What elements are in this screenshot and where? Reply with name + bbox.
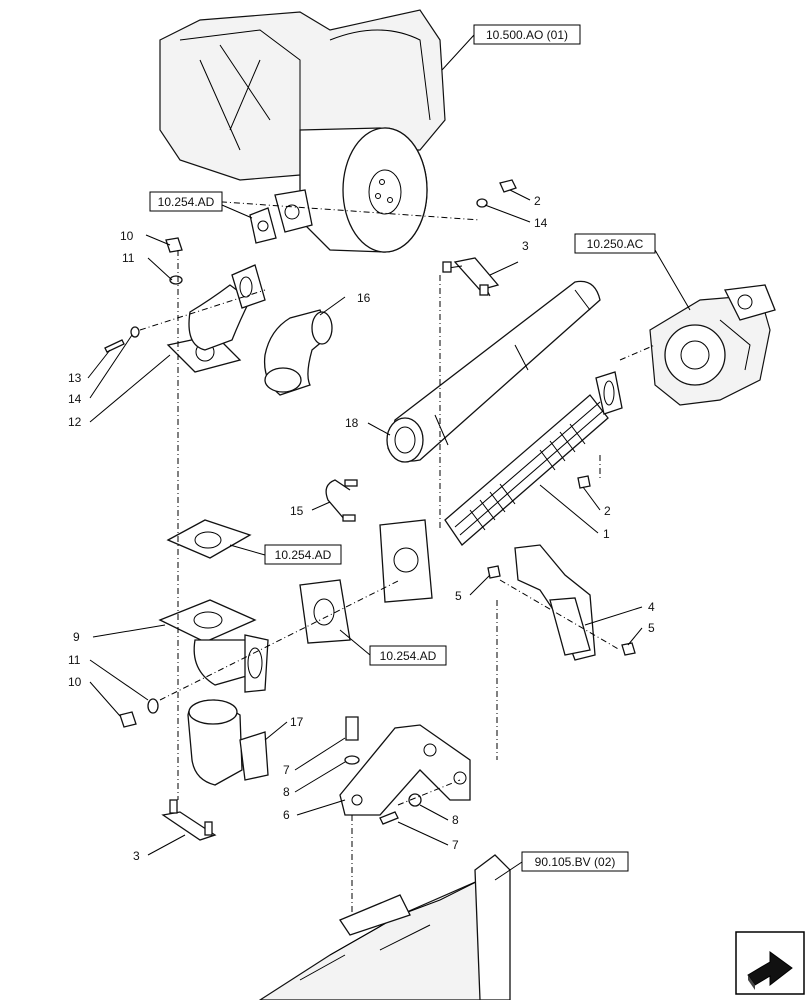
ref-box-gasket-lower-label: 10.254.AD: [380, 649, 437, 663]
flex-pipe-flange: [379, 519, 433, 603]
part-17-elbow: [187, 699, 269, 786]
bolt-7-lower: [379, 811, 399, 825]
callout-1: 1: [603, 527, 610, 541]
ref-box-engine-label: 10.500.AO (01): [486, 28, 568, 42]
assembly-center-lines: [139, 199, 656, 915]
callout-10: 10: [120, 229, 134, 243]
part-3-lower-bracket: [161, 799, 217, 841]
callout-7-lower: 7: [452, 838, 459, 852]
ref-box-engine[interactable]: 10.500.AO (01): [473, 24, 581, 45]
nut-2-top: [476, 179, 517, 208]
part-3-upper-bracket: [442, 257, 500, 297]
next-page-arrow-icon[interactable]: [735, 931, 805, 995]
callout-12: 12: [68, 415, 82, 429]
callout-8-lower: 8: [452, 813, 459, 827]
nut-5-left: [487, 565, 501, 579]
callout-10-lower: 10: [68, 675, 82, 689]
part-9-elbow: [158, 599, 269, 693]
part-18-heat-shield: [386, 280, 601, 463]
washer-8-upper: [344, 755, 360, 765]
bolt-13: [104, 339, 125, 353]
callout-11: 11: [122, 251, 135, 265]
callout-7: 7: [283, 763, 290, 777]
washer-14-left: [130, 326, 140, 338]
nut-10-upper: [165, 237, 183, 253]
nut-2-lower: [577, 475, 591, 489]
ref-box-frame-label: 90.105.BV (02): [535, 855, 616, 869]
frame-structure: [257, 854, 511, 1001]
callout-3: 3: [522, 239, 529, 253]
callout-15: 15: [290, 504, 304, 518]
ref-box-exhaust-flange-label: 10.254.AD: [158, 195, 215, 209]
callout-14-left: 14: [68, 392, 82, 406]
part-15-u-bolt: [325, 479, 351, 521]
engine-assembly: [159, 9, 446, 253]
callout-17: 17: [290, 715, 304, 729]
callout-labels: 2 14 3 10 11 16 13 14 12 18 2 15 1 5 4 5…: [68, 194, 655, 863]
exhaust-flange-gasket: [249, 207, 277, 244]
bolt-7-upper: [345, 716, 359, 741]
part-4-bracket: [514, 544, 596, 661]
callout-16: 16: [357, 291, 371, 305]
callout-8: 8: [283, 785, 290, 799]
upper-gasket: [166, 519, 252, 559]
washer-11-lower: [147, 698, 159, 714]
part-1-flex-pipe: [444, 371, 623, 546]
ref-box-gasket-upper-label: 10.254.AD: [275, 548, 332, 562]
part-16-elbow: [263, 309, 333, 396]
washer-11-upper: [169, 275, 183, 285]
callout-5-right: 5: [648, 621, 655, 635]
ref-box-turbo[interactable]: 10.250.AC: [574, 233, 656, 254]
callout-11-lower: 11: [68, 653, 81, 667]
turbocharger: [649, 284, 776, 406]
callout-2: 2: [534, 194, 541, 208]
callout-18: 18: [345, 416, 359, 430]
leader-lines: [87, 34, 691, 881]
callout-3-lower: 3: [133, 849, 140, 863]
ref-box-gasket-lower[interactable]: 10.254.AD: [369, 645, 447, 666]
ref-box-turbo-label: 10.250.AC: [587, 237, 644, 251]
callout-4: 4: [648, 600, 655, 614]
callout-14: 14: [534, 216, 548, 230]
washer-8-lower: [408, 793, 422, 807]
callout-9: 9: [73, 630, 80, 644]
part-6-bracket: [339, 724, 471, 816]
lower-gasket: [299, 579, 351, 644]
part-12-elbow-upper: [166, 264, 266, 373]
callout-5: 5: [455, 589, 462, 603]
ref-box-gasket-upper[interactable]: 10.254.AD: [264, 544, 342, 565]
callout-6: 6: [283, 808, 290, 822]
ref-box-exhaust-flange[interactable]: 10.254.AD: [149, 191, 223, 212]
callout-13: 13: [68, 371, 82, 385]
callout-2-lower: 2: [604, 504, 611, 518]
ref-box-frame[interactable]: 90.105.BV (02): [521, 851, 629, 872]
nut-10-lower: [119, 711, 137, 728]
